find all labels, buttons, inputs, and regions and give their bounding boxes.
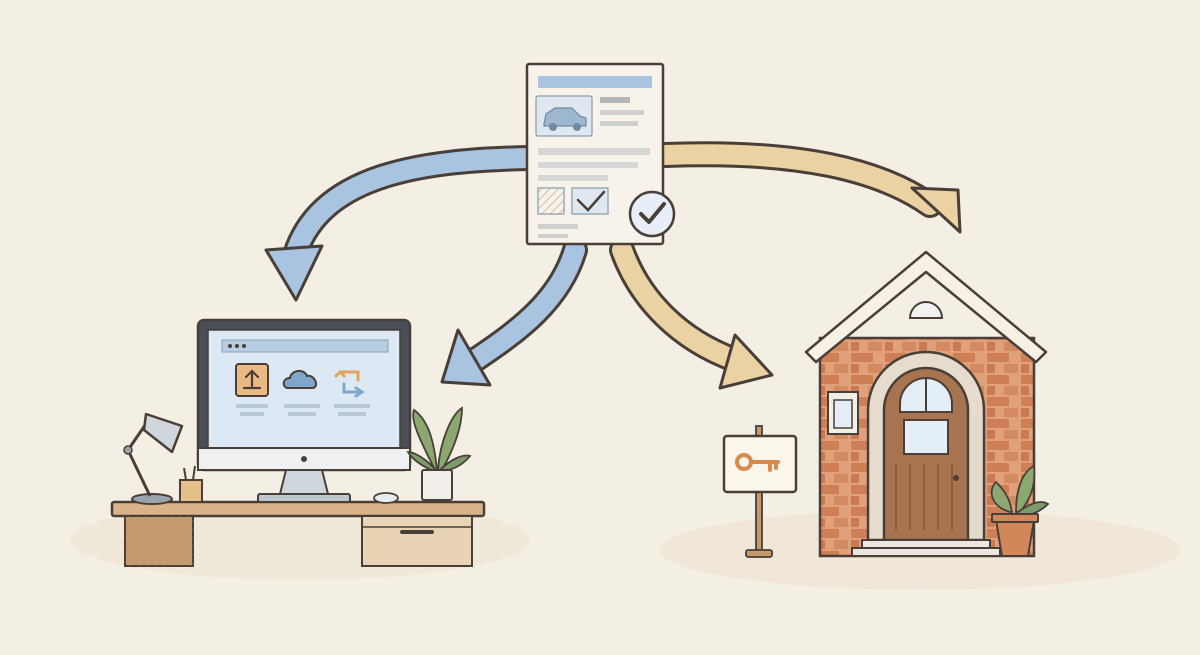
potted-plant-icon: [406, 406, 472, 501]
upload-icon: [235, 363, 269, 397]
key-sign-icon: [722, 425, 798, 558]
arrow-document-to-computer: [264, 145, 543, 302]
arrow-document-to-key-sign: [609, 237, 774, 390]
arrow-document-to-desk: [440, 237, 588, 387]
cloud-icon: [282, 370, 318, 389]
monitor-icon: [196, 318, 412, 503]
keyboard: [373, 492, 399, 504]
checkmark-badge-icon: [628, 190, 676, 238]
car-thumbnail-icon: [535, 95, 593, 137]
document-icon: [525, 62, 676, 246]
sync-icon: [334, 369, 365, 398]
desk: [110, 500, 486, 567]
pencil-cup-icon: [179, 465, 203, 503]
desk-lamp-icon: [123, 412, 184, 505]
key-icon: [735, 453, 780, 472]
house-plant: [990, 464, 1050, 557]
house-icon: [804, 250, 1048, 558]
arrow-document-to-house: [652, 141, 962, 234]
